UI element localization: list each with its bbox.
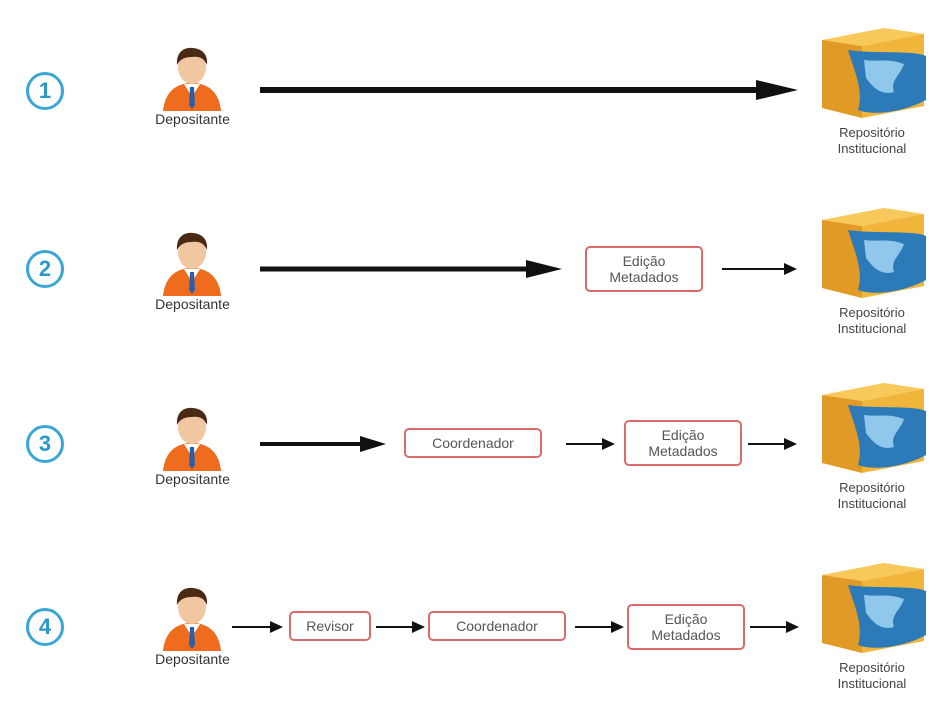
repository-label-line-2: Institucional: [837, 321, 907, 336]
repository: Repositório Institucional: [808, 375, 936, 525]
repository-label-line-1: Repositório: [839, 660, 905, 675]
metadata-editing-box: Edição Metadados: [627, 604, 745, 650]
repository-box-icon: [822, 208, 926, 298]
repository-label-line-2: Institucional: [837, 141, 907, 156]
person-icon: [163, 407, 221, 471]
flow-arrow: [232, 621, 283, 633]
repository-label: Repositório Institucional: [808, 125, 936, 157]
box-label: Coordenador: [456, 618, 538, 634]
metadata-editing-box: Edição Metadados: [624, 420, 742, 466]
box-label: Revisor: [306, 618, 354, 634]
workflow-row-2: 2 Depositante Edição Metadados: [0, 178, 936, 348]
box-label-line-1: Edição: [664, 611, 708, 627]
depositor-label: Depositante: [155, 651, 230, 667]
repository-label-line-2: Institucional: [837, 676, 907, 691]
depositor: Depositante: [135, 405, 250, 500]
depositor: Depositante: [135, 45, 250, 140]
step-number-badge: 1: [26, 72, 64, 110]
person-icon: [163, 232, 221, 296]
depositor: Depositante: [135, 230, 250, 325]
depositor-label: Depositante: [155, 111, 230, 127]
depositor-label: Depositante: [155, 471, 230, 487]
person-icon: [163, 587, 221, 651]
flow-arrow: [750, 621, 799, 633]
repository-label-line-2: Institucional: [837, 496, 907, 511]
repository-label: Repositório Institucional: [808, 480, 936, 512]
box-label: Coordenador: [432, 435, 514, 451]
depositor: Depositante: [135, 585, 250, 680]
flow-arrow: [376, 621, 425, 633]
depositor-label: Depositante: [155, 296, 230, 312]
box-label-line-2: Metadados: [651, 627, 721, 643]
workflow-row-3: 3 Depositante Coordenador Edição Metadad…: [0, 355, 936, 525]
repository-label: Repositório Institucional: [808, 660, 936, 692]
repository: Repositório Institucional: [808, 200, 936, 350]
box-label-line-2: Metadados: [648, 443, 718, 459]
flow-arrow: [566, 438, 615, 450]
box-label-line-1: Edição: [661, 427, 705, 443]
workflow-row-1: 1 Depositante Repositório Institucional: [0, 0, 936, 170]
step-number-badge: 2: [26, 250, 64, 288]
metadata-editing-box: Edição Metadados: [585, 246, 703, 292]
repository-label-line-1: Repositório: [839, 125, 905, 140]
workflow-row-4: 4 Depositante Revisor Coordenador Edição…: [0, 525, 936, 695]
reviewer-box: Revisor: [289, 611, 371, 641]
coordinator-box: Coordenador: [428, 611, 566, 641]
box-label-line-1: Edição: [622, 253, 666, 269]
repository-box-icon: [822, 28, 926, 118]
repository: Repositório Institucional: [808, 555, 936, 705]
repository-box-icon: [822, 563, 926, 653]
box-label-line-2: Metadados: [609, 269, 679, 285]
person-icon: [163, 47, 221, 111]
flow-arrow: [575, 621, 624, 633]
repository: Repositório Institucional: [808, 20, 936, 170]
repository-box-icon: [822, 383, 926, 473]
flow-arrow-thick: [260, 80, 798, 100]
flow-arrow: [722, 263, 797, 275]
repository-label-line-1: Repositório: [839, 305, 905, 320]
repository-label-line-1: Repositório: [839, 480, 905, 495]
flow-arrow-thick: [260, 260, 562, 278]
coordinator-box: Coordenador: [404, 428, 542, 458]
flow-arrow-thick: [260, 436, 386, 452]
repository-label: Repositório Institucional: [808, 305, 936, 337]
step-number-badge: 4: [26, 608, 64, 646]
flow-arrow: [748, 438, 797, 450]
step-number-badge: 3: [26, 425, 64, 463]
